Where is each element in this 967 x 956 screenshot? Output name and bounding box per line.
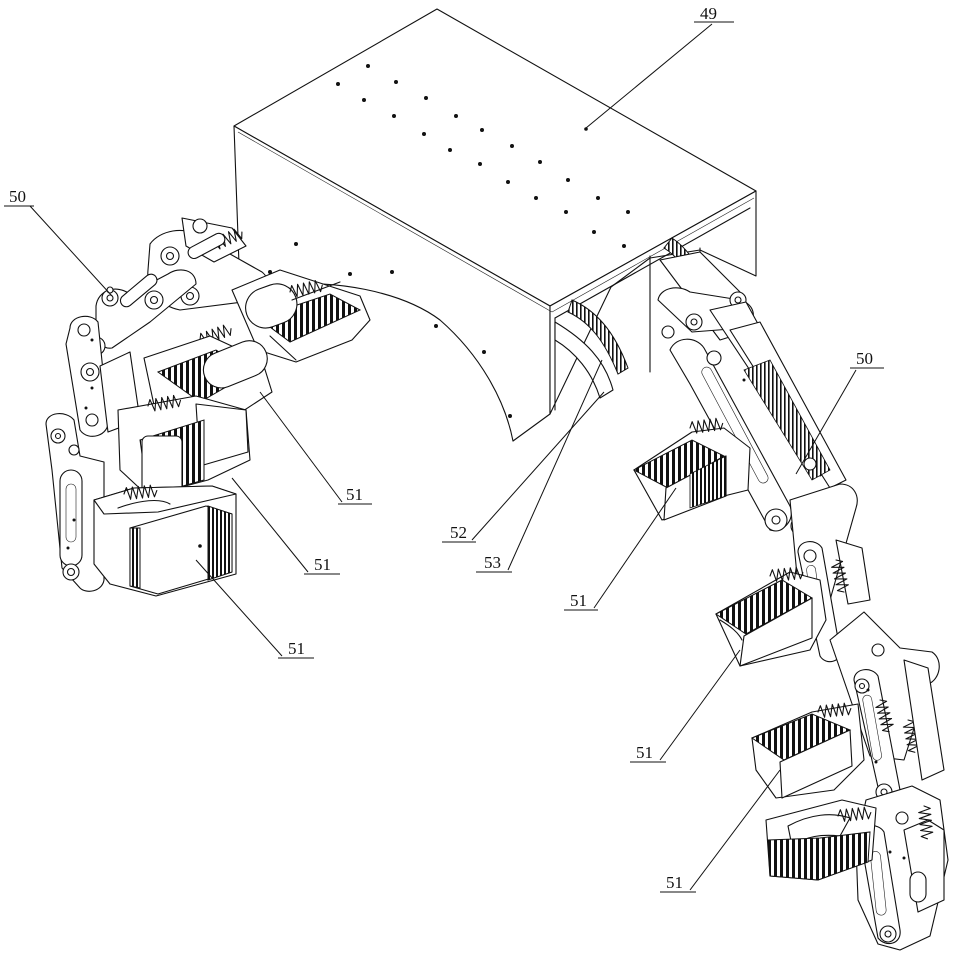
label-53: 53 <box>484 553 501 572</box>
label-51-left-lower: 51 <box>288 639 305 658</box>
housing <box>234 9 756 441</box>
left-lower-actuator <box>94 485 236 596</box>
label-51-left-middle: 51 <box>314 555 331 574</box>
label-51-right-upper: 51 <box>570 591 587 610</box>
label-50-left: 50 <box>9 187 26 206</box>
label-51-right-middle: 51 <box>636 743 653 762</box>
label-49: 49 <box>700 4 717 23</box>
label-50-right: 50 <box>856 349 873 368</box>
label-51-right-lower: 51 <box>666 873 683 892</box>
right-middle-actuator <box>716 567 826 666</box>
left-middle-actuator-2 <box>118 394 250 496</box>
label-52: 52 <box>450 523 467 542</box>
right-lower-actuator <box>752 703 864 798</box>
label-51-left-upper: 51 <box>346 485 363 504</box>
